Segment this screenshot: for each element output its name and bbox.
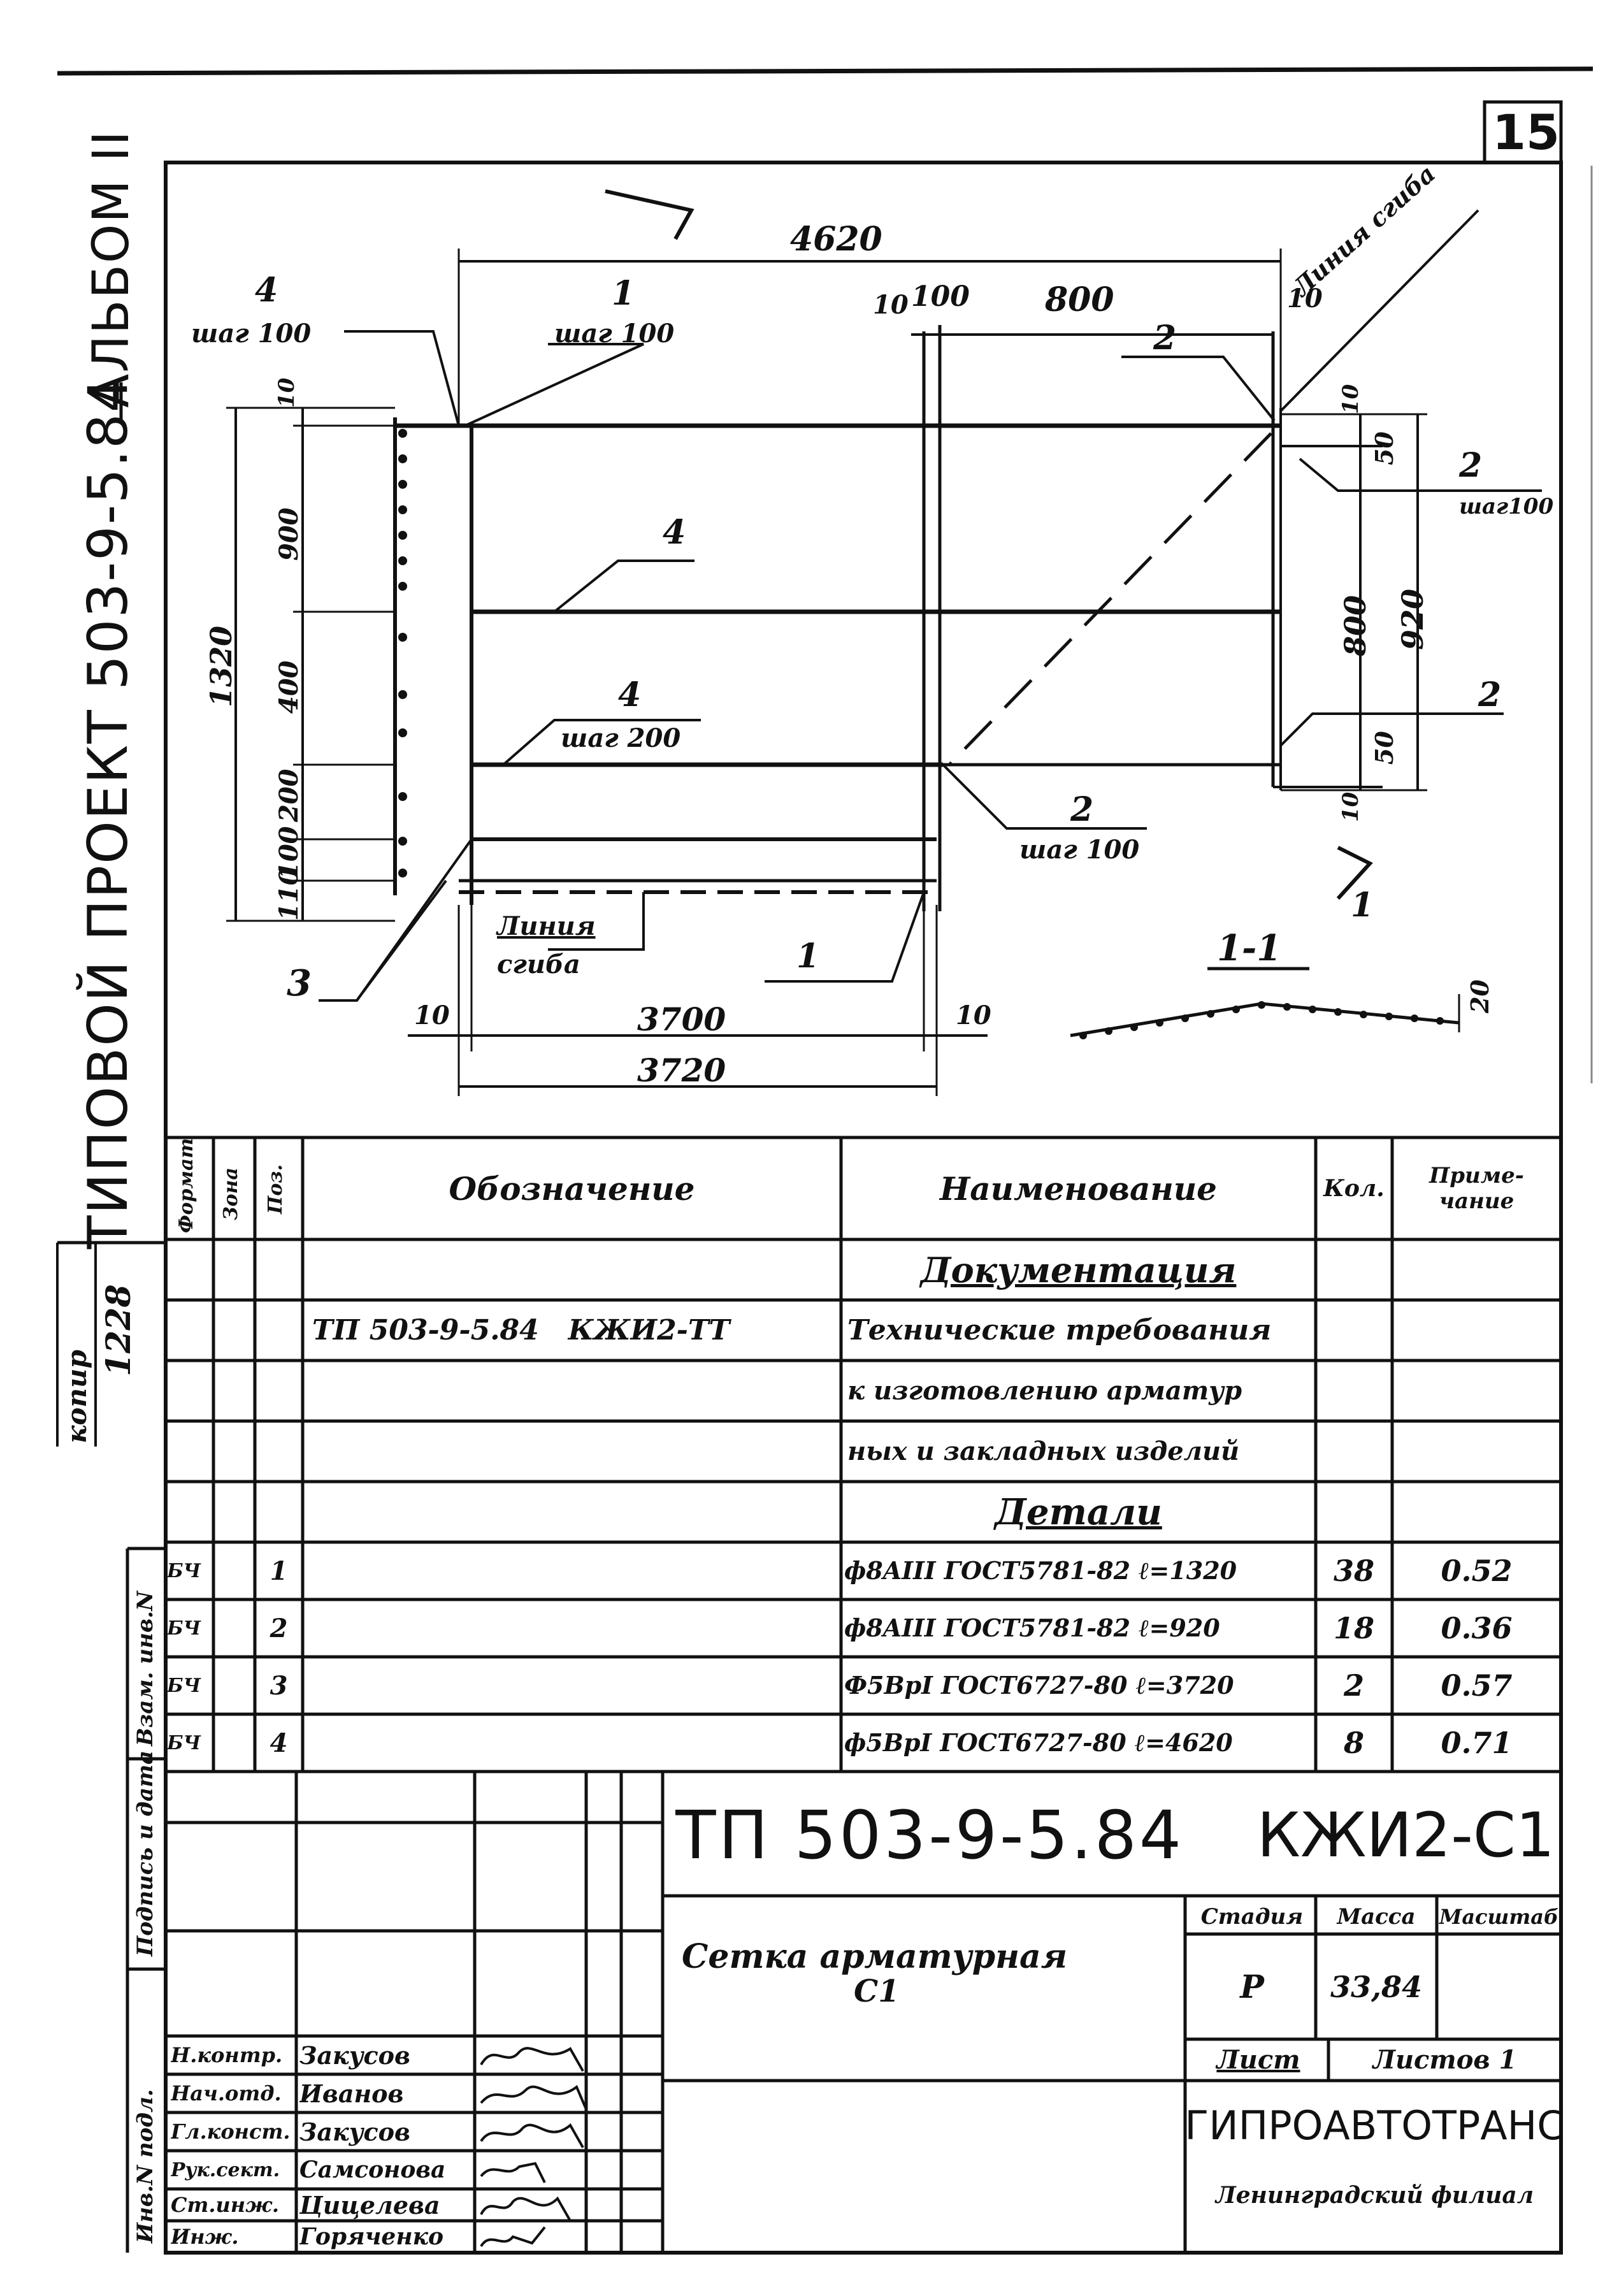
spec-row-3-qty: 2 xyxy=(1343,1668,1364,1703)
sig-1-role: Н.контр. xyxy=(171,2043,283,2067)
spec-row-2-pos: 2 xyxy=(270,1613,288,1643)
sig-5-role: Ст.инж. xyxy=(171,2193,279,2217)
spec-row-3-note: 0.57 xyxy=(1441,1668,1513,1703)
leader-4-lower-note: шаг 200 xyxy=(561,723,681,753)
leader-4-lower-pos: 4 xyxy=(618,675,642,714)
spec-row-3-name: Ф5ВрI ГОСТ6727-80 ℓ=3720 xyxy=(844,1671,1234,1700)
dim-3700: 3700 xyxy=(637,1000,726,1038)
leader-4-mid: 4 xyxy=(663,513,686,552)
dim-3720: 3720 xyxy=(637,1051,726,1089)
sheets-label: Листов 1 xyxy=(1372,2045,1517,2075)
spec-header-name: Наименование xyxy=(940,1169,1217,1208)
section-mark-bottom: 1 xyxy=(1351,886,1374,925)
leader-1-bottom: 1 xyxy=(796,937,820,976)
spec-row-2-name: ф8AIII ГОСТ5781-82 ℓ=920 xyxy=(844,1614,1220,1642)
spec-section-docs: Документация xyxy=(920,1249,1237,1290)
spec-row-2-note: 0.36 xyxy=(1441,1611,1513,1645)
dim-800-top: 800 xyxy=(1045,280,1114,319)
spec-row-3-format: БЧ xyxy=(167,1674,201,1697)
spec-header-qty: Кол. xyxy=(1323,1175,1385,1202)
leader-2-top: 2 xyxy=(1153,319,1177,357)
sig-2-name: Иванов xyxy=(299,2079,404,2108)
title-name-1: Сетка арматурная xyxy=(682,1937,1068,1976)
mass-value: 33,84 xyxy=(1330,1969,1423,2004)
spec-row-4-note: 0.71 xyxy=(1441,1726,1513,1760)
spec-row-3-pos: 3 xyxy=(270,1670,288,1701)
spec-row-1-pos: 1 xyxy=(270,1556,288,1586)
stage-value: Р xyxy=(1240,1968,1264,2005)
leader-1-top-pos: 1 xyxy=(612,274,635,313)
leader-2-right-note: шаг100 xyxy=(1459,494,1554,519)
sig-2-role: Нач.отд. xyxy=(171,2081,282,2105)
sheet-label: Лист xyxy=(1216,2045,1300,2075)
leader-2-bottom-note: шаг 100 xyxy=(1019,835,1140,865)
spec-row-2-format: БЧ xyxy=(167,1617,201,1640)
scale-label: Масштаб xyxy=(1439,1904,1559,1929)
sig-4-name: Самсонова xyxy=(299,2156,446,2183)
org-branch: Ленинградский филиал xyxy=(1215,2182,1534,2209)
fold-line-label-bottom-1: Линия xyxy=(497,911,596,941)
dim-4620: 4620 xyxy=(790,220,882,259)
spec-row-1-name: ф8AIII ГОСТ5781-82 ℓ=1320 xyxy=(844,1556,1237,1585)
leader-3: 3 xyxy=(287,962,312,1004)
spec-row-4-pos: 4 xyxy=(270,1728,288,1758)
spec-doc-name-3: ных и закладных изделий xyxy=(847,1436,1240,1466)
spec-row-4-qty: 8 xyxy=(1343,1726,1364,1760)
spec-doc-name-1: Технические требования xyxy=(847,1314,1272,1347)
sig-1-name: Закусов xyxy=(299,2040,410,2070)
dim-10-a: 10 xyxy=(873,290,909,320)
sig-6-name: Горяченко xyxy=(299,2223,443,2250)
sheet-number: 15 xyxy=(1492,104,1560,161)
spec-row-1-qty: 38 xyxy=(1333,1554,1374,1588)
title-name-2: С1 xyxy=(854,1974,900,2009)
spec-doc-designation: ТП 503-9-5.84 КЖИ2-ТТ xyxy=(312,1314,730,1347)
sig-3-name: Закусов xyxy=(299,2117,410,2146)
leader-2-right-low: 2 xyxy=(1478,675,1502,714)
spec-header-note: Приме- чание xyxy=(1429,1163,1524,1214)
mass-label: Масса xyxy=(1337,1903,1416,1930)
stage-label: Стадия xyxy=(1200,1903,1304,1930)
leader-4-top-note: шаг 100 xyxy=(191,319,312,349)
sig-3-role: Гл.конст. xyxy=(171,2119,291,2144)
spec-row-2-qty: 18 xyxy=(1333,1611,1374,1645)
dim-10-right: 10 xyxy=(956,1000,991,1030)
title-mark: КЖИ2-С1 xyxy=(1256,1800,1555,1871)
fold-line-label-bottom-2: сгиба xyxy=(497,949,580,979)
sig-6-role: Инж. xyxy=(171,2225,239,2249)
leader-1-top-note: шаг 100 xyxy=(554,319,675,349)
title-code: ТП 503-9-5.84 xyxy=(675,1796,1184,1874)
leader-2-bottom-pos: 2 xyxy=(1070,790,1094,829)
dim-10-b: 10 xyxy=(1287,284,1323,314)
leader-2-right-pos: 2 xyxy=(1459,446,1483,485)
spec-section-parts: Детали xyxy=(995,1491,1162,1533)
spec-row-1-note: 0.52 xyxy=(1441,1554,1513,1588)
signature-scribbles xyxy=(480,2047,587,2248)
section-title: 1-1 xyxy=(1217,927,1282,969)
spec-row-4-format: БЧ xyxy=(167,1731,201,1754)
dim-10-left: 10 xyxy=(414,1000,450,1030)
org-name: ГИПРОАВТОТРАНС xyxy=(1188,2102,1561,2149)
spec-header-designation: Обозначение xyxy=(449,1169,695,1208)
sig-4-role: Рук.сект. xyxy=(171,2158,280,2181)
spec-row-1-format: БЧ xyxy=(167,1559,201,1582)
dim-100: 100 xyxy=(911,280,970,313)
spec-row-4-name: ф5ВрI ГОСТ6727-80 ℓ=4620 xyxy=(844,1728,1233,1757)
sig-5-name: Цицелева xyxy=(299,2190,440,2220)
spec-doc-name-2: к изготовлению арматур xyxy=(847,1376,1242,1406)
leader-4-top-pos: 4 xyxy=(255,271,278,310)
